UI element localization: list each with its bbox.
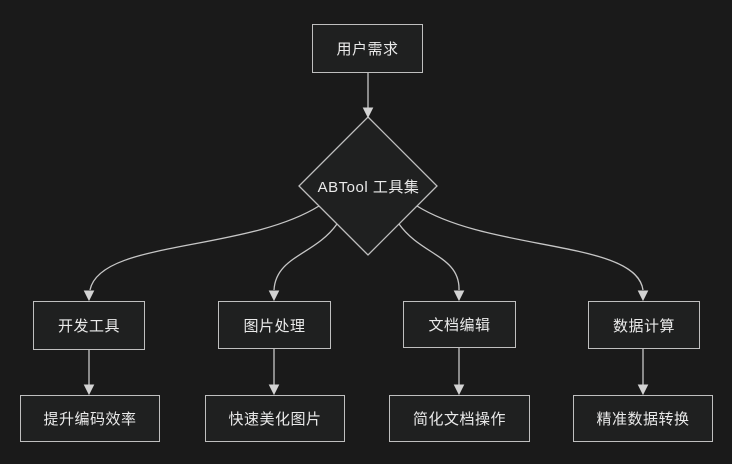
node-user-requirements: 用户需求 <box>312 24 423 73</box>
node-doc-simplify-outcome: 简化文档操作 <box>389 395 530 442</box>
edge-toolset-imageproc <box>273 223 338 291</box>
node-data-calculation: 数据计算 <box>588 301 700 349</box>
node-dev-tools: 开发工具 <box>33 301 145 350</box>
arrowhead-docoutcome <box>453 384 465 396</box>
arrowhead-dataoutcome <box>637 384 649 396</box>
diamond-node-shape <box>298 116 438 256</box>
edge-toolset-docedit <box>398 223 460 291</box>
arrowhead-toolset <box>362 107 374 119</box>
node-abtool-toolset-label: ABTool 工具集 <box>317 178 420 196</box>
arrowhead-docedit <box>453 290 465 302</box>
arrowhead-datacalc <box>637 290 649 302</box>
edge-toolset-datacalc <box>416 205 644 291</box>
node-data-conversion-outcome: 精准数据转换 <box>573 395 713 442</box>
node-document-editing: 文档编辑 <box>403 301 516 348</box>
arrowhead-imageoutcome <box>268 384 280 396</box>
arrowhead-imageproc <box>268 290 280 302</box>
edge-toolset-devtools <box>89 205 320 291</box>
node-image-beautify-outcome: 快速美化图片 <box>205 395 345 442</box>
arrowhead-devoutcome <box>83 384 95 396</box>
node-coding-efficiency-outcome: 提升编码效率 <box>20 395 160 442</box>
node-image-processing: 图片处理 <box>218 301 331 349</box>
arrowhead-devtools <box>83 290 95 302</box>
